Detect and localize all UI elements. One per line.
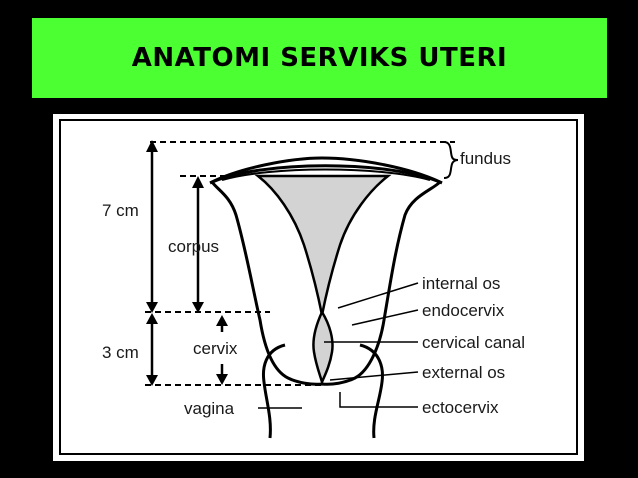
label-fundus: fundus: [460, 149, 511, 168]
label-three-cm: 3 cm: [102, 343, 139, 362]
seven-cm-arrow-head-up: [146, 140, 158, 152]
label-cervical-canal: cervical canal: [422, 333, 525, 352]
corpus-arrow-head-up: [192, 176, 204, 188]
cervix-arrow-head-down: [216, 374, 228, 385]
label-external-os: external os: [422, 363, 505, 382]
fundus-brace: [444, 142, 458, 178]
label-ectocervix: ectocervix: [422, 398, 499, 417]
label-corpus: corpus: [168, 237, 219, 256]
three-cm-arrow-head-up: [146, 313, 158, 324]
label-seven-cm: 7 cm: [102, 201, 139, 220]
cervix-arrow-head-up: [216, 315, 228, 326]
label-vagina: vagina: [184, 399, 235, 418]
corpus-arrow-head-down: [192, 302, 204, 313]
label-endocervix: endocervix: [422, 301, 505, 320]
label-cervix: cervix: [193, 339, 238, 358]
label-internal-os: internal os: [422, 274, 500, 293]
